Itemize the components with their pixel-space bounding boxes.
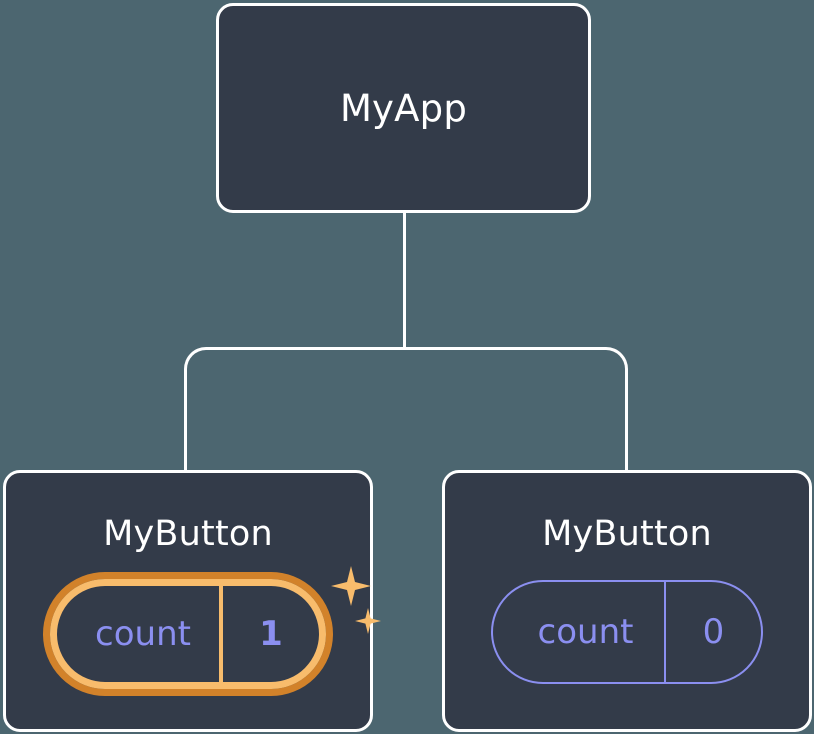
node-myapp-label: MyApp [339,86,468,130]
node-mybutton-right[interactable]: MyButton count 0 [442,470,812,732]
node-mybutton-left-label: MyButton [103,514,273,554]
connector-branch-to-children [184,347,628,472]
connector-root-to-branch [403,211,406,350]
prop-pill-left-key: count [95,614,191,654]
node-myapp[interactable]: MyApp [216,3,591,213]
sparkle-large-icon [331,566,371,606]
prop-pill-right[interactable]: count 0 [491,580,763,684]
prop-pill-left-highlighted[interactable]: count 1 [43,572,333,696]
prop-pill-left-wrapper: count 1 [43,566,381,696]
prop-pill-left-inner-ring: count 1 [50,579,326,689]
sparkles-group [325,562,385,652]
sparkle-small-icon [355,608,381,634]
node-mybutton-left[interactable]: MyButton count 1 [3,470,381,732]
prop-pill-right-value: 0 [664,582,761,682]
prop-pill-left-value: 1 [219,586,319,682]
prop-pill-right-wrapper: count 0 [491,580,763,684]
prop-pill-right-key: count [537,612,634,652]
node-mybutton-right-label: MyButton [542,514,712,554]
